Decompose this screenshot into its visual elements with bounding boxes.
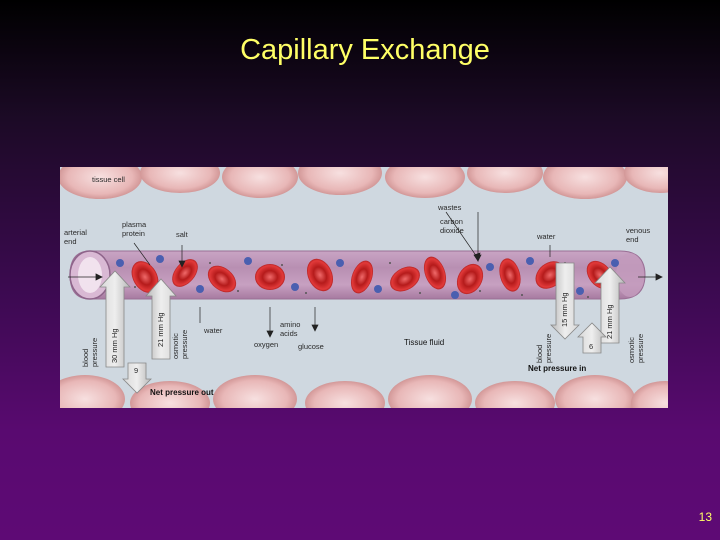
value-bp-right: 15 mm Hg [560, 292, 569, 327]
label-blood-pressure-left: blood pressure [81, 337, 99, 367]
label-net-pressure-out: Net pressure out [150, 388, 214, 397]
label-carbon-dioxide: carbon dioxide [440, 217, 464, 235]
red-blood-cells [131, 256, 614, 295]
value-net-out: 9 [134, 366, 139, 375]
tissue-cells-top [60, 167, 668, 199]
blood-flow-arrows [68, 273, 663, 281]
label-glucose: glucose [298, 342, 324, 351]
label-amino-acids: amino acids [280, 320, 301, 338]
label-net-pressure-in: Net pressure in [528, 364, 587, 373]
value-op-right: 21 mm Hg [605, 304, 614, 339]
value-op-left: 21 mm Hg [156, 312, 165, 347]
label-venous-end: venous end [626, 226, 651, 244]
capillary-exchange-figure: tissue cell arterial end plasma protein … [60, 167, 668, 408]
slide-title: Capillary Exchange [240, 34, 490, 66]
left-pressure-arrows [99, 270, 177, 394]
label-oxygen: oxygen [254, 340, 279, 349]
value-bp-left: 30 mm Hg [110, 328, 119, 363]
label-plasma-protein: plasma protein [122, 220, 147, 238]
label-osmotic-pressure-left: osmotic pressure [171, 329, 189, 359]
tissue-cells-bottom [60, 375, 668, 408]
value-net-in: 6 [589, 342, 594, 351]
capillary-illustration [60, 167, 668, 408]
label-salt: salt [176, 230, 188, 239]
right-pressure-arrows [550, 262, 626, 354]
label-tissue-fluid: Tissue fluid [404, 338, 445, 347]
plasma-protein-dots [116, 255, 619, 299]
label-water-top: water [537, 232, 556, 241]
label-water-bottom: water [204, 326, 223, 335]
slide-number: 13 [698, 510, 712, 524]
label-blood-pressure-right: blood pressure [535, 333, 553, 363]
label-wastes: wastes [438, 203, 462, 212]
label-leader-lines [133, 211, 551, 338]
label-tissue-cell: tissue cell [92, 175, 125, 184]
label-osmotic-pressure-right: osmotic pressure [627, 333, 645, 363]
label-arterial-end: arterial end [64, 228, 87, 246]
